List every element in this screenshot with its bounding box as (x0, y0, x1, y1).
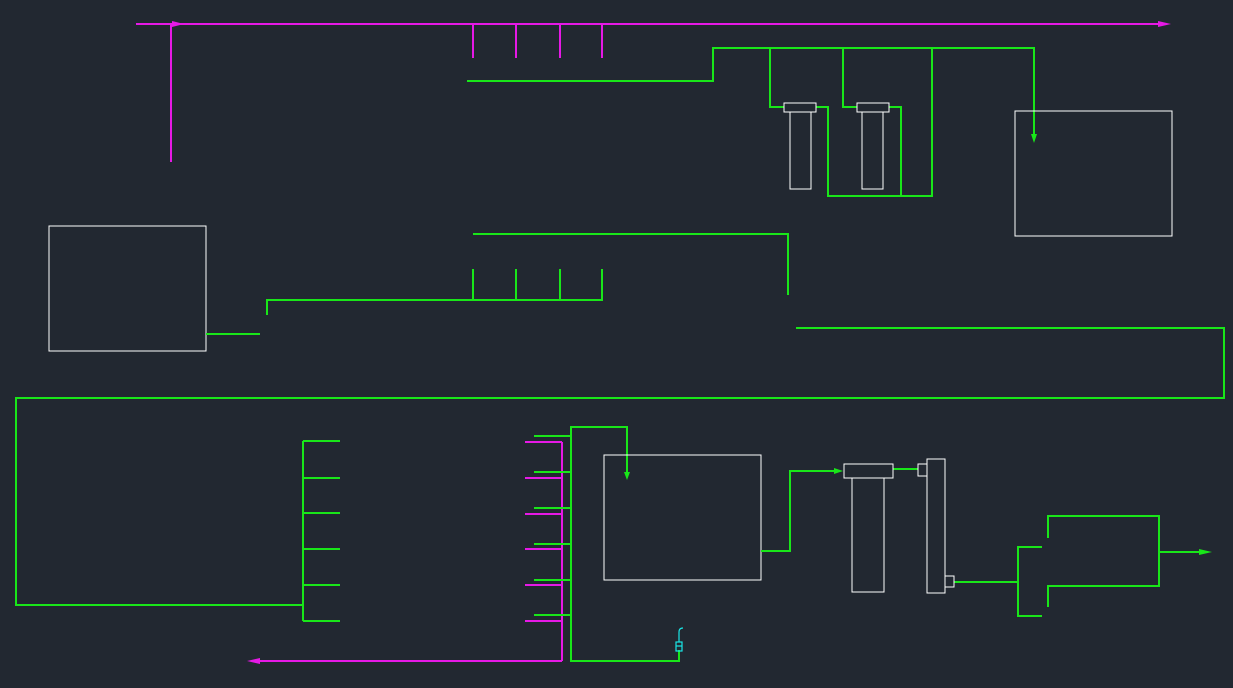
arrow-icon (1031, 134, 1037, 143)
tank-bottom-center (603, 454, 762, 581)
filter-unit-1 (783, 102, 817, 190)
utility-return-manifold (258, 441, 563, 662)
arrow-icon (172, 21, 184, 27)
lower-process-lines (761, 468, 1200, 617)
valve-icon (675, 627, 684, 652)
top-utility-header (136, 23, 1160, 162)
middle-process-lines (15, 233, 1225, 606)
arrow-icon (1158, 21, 1171, 27)
arrow-icon (834, 468, 843, 474)
arrow-icon (624, 472, 630, 480)
arrow-icon (1199, 549, 1212, 555)
filter-unit-2 (856, 102, 890, 190)
filter-unit-3 (843, 463, 894, 593)
tank-left (48, 225, 207, 352)
arrow-icon (247, 658, 260, 664)
top-process-lines (467, 47, 1035, 197)
tank-top-right (1014, 110, 1173, 237)
column-unit (917, 458, 955, 594)
distribution-manifold-left (302, 440, 340, 622)
collection-manifold (534, 426, 680, 662)
